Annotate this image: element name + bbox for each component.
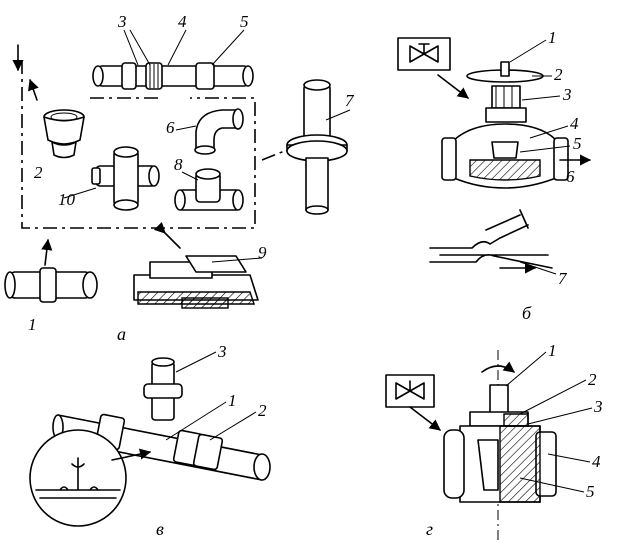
label-g-2: 2 — [588, 370, 597, 389]
label-a-8: 8 — [174, 155, 183, 174]
label-a-1: 1 — [28, 315, 37, 334]
label-g-3: 3 — [593, 397, 603, 416]
label-g-1: 1 — [548, 341, 557, 360]
label-a-3: 3 — [117, 12, 127, 31]
caption-b: б — [522, 303, 532, 323]
pipeline-route-frame — [21, 60, 256, 229]
label-a-2: 2 — [34, 163, 43, 182]
welded-joint — [133, 255, 259, 309]
cross-fitting — [91, 146, 160, 211]
caption-a: а — [117, 324, 126, 344]
label-b-1: 1 — [548, 28, 557, 47]
caption-v: в — [156, 519, 164, 539]
label-v-3: 3 — [217, 342, 227, 361]
label-a-9: 9 — [258, 243, 267, 262]
panel-b: 1 2 3 4 5 6 7 б — [397, 28, 592, 323]
label-v-1: 1 — [228, 391, 237, 410]
tee-fitting — [174, 168, 244, 211]
label-b-5: 5 — [573, 134, 582, 153]
elbow-fitting — [194, 108, 244, 155]
label-b-3: 3 — [562, 85, 572, 104]
pipe-with-couplings — [92, 62, 254, 90]
label-v-2: 2 — [258, 401, 267, 420]
label-b-2: 2 — [554, 65, 563, 84]
label-a-6: 6 — [166, 118, 175, 137]
panel-a: 3 4 5 2 6 7 8 10 9 1 а — [4, 12, 355, 344]
panel-g: 1 2 3 4 5 г — [385, 341, 603, 540]
label-g-5: 5 — [586, 482, 595, 501]
label-g-4: 4 — [592, 452, 601, 471]
flanged-pipe — [261, 79, 348, 215]
label-a-4: 4 — [178, 12, 187, 31]
label-a-5: 5 — [240, 12, 249, 31]
label-a-10: 10 — [58, 190, 76, 209]
label-b-4: 4 — [570, 114, 579, 133]
straight-coupling — [4, 238, 98, 303]
reducer-fitting — [43, 109, 85, 159]
label-b-7: 7 — [558, 269, 568, 288]
label-b-6: 6 — [566, 167, 575, 186]
plug-valve-symbol-icon — [395, 380, 425, 400]
label-a-7: 7 — [345, 91, 355, 110]
panel-v: 3 1 2 в — [29, 342, 271, 539]
caption-g: г — [426, 519, 433, 539]
valve-symbol-icon — [409, 43, 439, 63]
